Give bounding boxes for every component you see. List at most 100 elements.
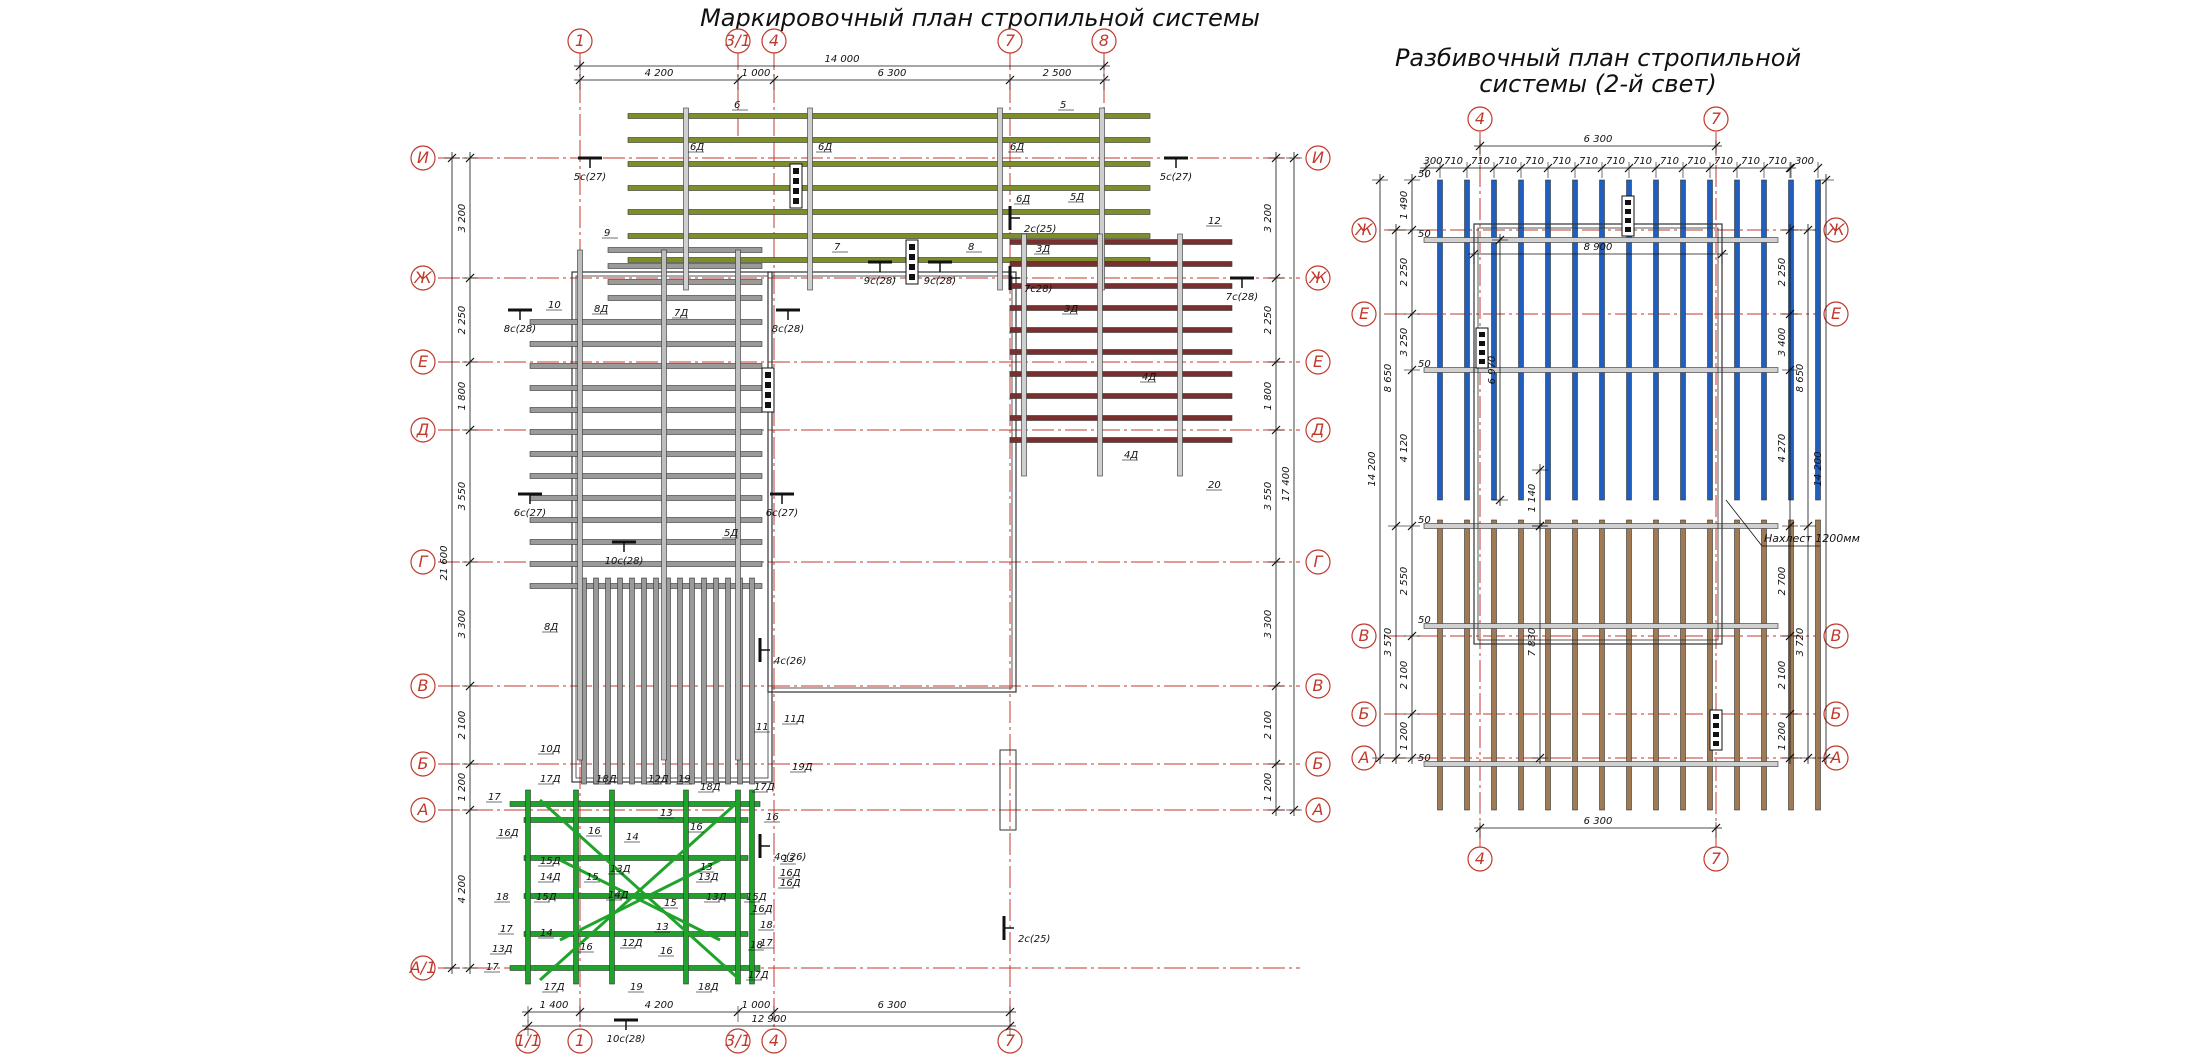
- tan-rafter: [1518, 519, 1524, 811]
- section-mark: 8с(28): [772, 324, 804, 335]
- lower-green-framing: [509, 789, 761, 985]
- row-axis-bubble-right: [1305, 673, 1331, 699]
- element-mark: 16: [588, 826, 601, 837]
- bottom-dimension-text: 4 200: [645, 1000, 674, 1011]
- element-mark: 17Д: [748, 970, 769, 981]
- blue-rafter: [1788, 179, 1794, 501]
- right-plan-right-dimension-text: 4 270: [1777, 434, 1788, 463]
- right-plan-left-dimension-text: 2 250: [1399, 258, 1410, 287]
- row-axis-bubble-left-label: А: [417, 800, 429, 819]
- support-beam: [807, 107, 813, 291]
- gray-rafter: [529, 385, 763, 391]
- element-mark: 7Д: [674, 308, 688, 319]
- connector-dot: [1479, 359, 1485, 364]
- right-dimension-text: 2 100: [1263, 711, 1274, 740]
- element-mark: 5Д: [724, 528, 738, 539]
- connector-dot: [1625, 200, 1631, 205]
- top-total-dimension-text: 14 000: [825, 54, 860, 65]
- column-axis-bubble-bottom-label: 1/1: [515, 1031, 541, 1050]
- right-axis-bubble-top: [1467, 106, 1493, 132]
- gray-rafter: [529, 341, 763, 347]
- connector-dot: [765, 372, 771, 378]
- gray-rafter-vertical: [749, 577, 755, 785]
- column-axis-bubble-top: [761, 28, 787, 54]
- blue-rafter: [1626, 179, 1632, 501]
- green-framing-post: [683, 789, 689, 985]
- right-row-bubble-right: [1823, 701, 1849, 727]
- element-mark: 12: [1208, 216, 1221, 227]
- element-mark: 3Д: [1036, 244, 1050, 255]
- green-rafter: [627, 113, 1151, 119]
- element-mark: 14Д: [540, 872, 561, 883]
- gray-rafter-vertical: [641, 577, 647, 785]
- row-axis-bubble-right-label: В: [1313, 676, 1324, 695]
- rafter-spacing-dimension-text: 710: [1525, 156, 1544, 167]
- green-rafter: [627, 137, 1151, 143]
- gray-rafter-vertical: [689, 577, 695, 785]
- maroon-rafter: [1009, 393, 1233, 399]
- connector-block: [905, 239, 919, 285]
- element-mark: 19Д: [792, 762, 813, 773]
- top-dimension-text: 4 200: [645, 68, 674, 79]
- left-plan-title: Маркировочный план стропильной системы: [700, 4, 1260, 32]
- right-plan-left-total-text: 14 200: [1367, 452, 1378, 487]
- element-mark: 12Д: [648, 774, 669, 785]
- gray-rafter: [529, 363, 763, 369]
- gray-rafter: [529, 561, 763, 567]
- connector-dot: [1479, 332, 1485, 337]
- cross-beam: [1423, 761, 1779, 767]
- rafter-spacing-dimension-text: 710: [1579, 156, 1598, 167]
- element-mark: 18: [496, 892, 509, 903]
- element-mark: 13: [700, 862, 713, 873]
- right-axis-bubble-top-label: 4: [1475, 109, 1485, 128]
- element-mark: 16: [690, 822, 703, 833]
- left-dimension-text: 4 200: [457, 875, 468, 904]
- left-dimension-text: 1 800: [457, 382, 468, 411]
- right-row-bubble-left-label: Е: [1359, 304, 1370, 323]
- left-total-dimension-text: 21 600: [439, 546, 450, 581]
- right-plan-right-dimension-text: 2 250: [1777, 258, 1788, 287]
- rafter-spacing-dimension-text: 710: [1471, 156, 1490, 167]
- rafter-spacing-dimension-text: 300: [1423, 156, 1442, 167]
- column-axis-bubble-bottom-label: 1: [575, 1031, 585, 1050]
- right-plan-inner-dimension-text: 6 970: [1487, 356, 1498, 385]
- row-axis-bubble-left: [410, 751, 436, 777]
- row-axis-bubble-left: [410, 549, 436, 575]
- right-axis-bubble-bottom-label: 7: [1711, 849, 1722, 868]
- row-axis-bubble-left: [410, 955, 436, 981]
- right-plan-left-dimension-text: 2 100: [1399, 661, 1410, 690]
- section-mark: 9с(28): [924, 276, 956, 287]
- column-axis-bubble-top-label: 4: [769, 31, 779, 50]
- column-axis-bubble-top: [997, 28, 1023, 54]
- right-plan-inner-dimension-text: 7 830: [1527, 628, 1538, 657]
- gray-rafter-vertical: [653, 577, 659, 785]
- connector-dot: [1479, 350, 1485, 355]
- element-mark: 16Д: [780, 878, 801, 889]
- green-framing-post: [749, 789, 755, 985]
- tan-rafter: [1653, 519, 1659, 811]
- right-total-dimension-text: 17 400: [1281, 467, 1292, 502]
- element-mark: 13Д: [492, 944, 513, 955]
- rafter-spacing-dimension-text: 710: [1498, 156, 1517, 167]
- row-axis-bubble-left: [410, 265, 436, 291]
- connector-block: [1475, 327, 1489, 369]
- section-mark: 8с(28): [504, 324, 536, 335]
- row-axis-bubble-right-label: Е: [1313, 352, 1324, 371]
- maroon-rafter: [1009, 239, 1233, 245]
- column-axis-bubble-bottom-label: 7: [1005, 1031, 1016, 1050]
- gray-rafter-vertical: [629, 577, 635, 785]
- green-framing-beam: [509, 801, 761, 807]
- right-dimension-text: 2 250: [1263, 306, 1274, 335]
- element-mark: 4Д: [1124, 450, 1138, 461]
- beam-offset-label: 50: [1418, 229, 1431, 240]
- column-axis-bubble-top: [567, 28, 593, 54]
- gray-rafter: [529, 319, 763, 325]
- left-dimension-text: 1 200: [457, 773, 468, 802]
- element-mark: 8Д: [594, 304, 608, 315]
- green-framing-post: [735, 789, 741, 985]
- right-axis-bubble-bottom: [1467, 846, 1493, 872]
- bottom-dimension-text: 1 000: [742, 1000, 771, 1011]
- support-beam: [683, 107, 689, 291]
- green-rafter: [627, 185, 1151, 191]
- column-axis-bubble-bottom-label: 3/1: [725, 1031, 751, 1050]
